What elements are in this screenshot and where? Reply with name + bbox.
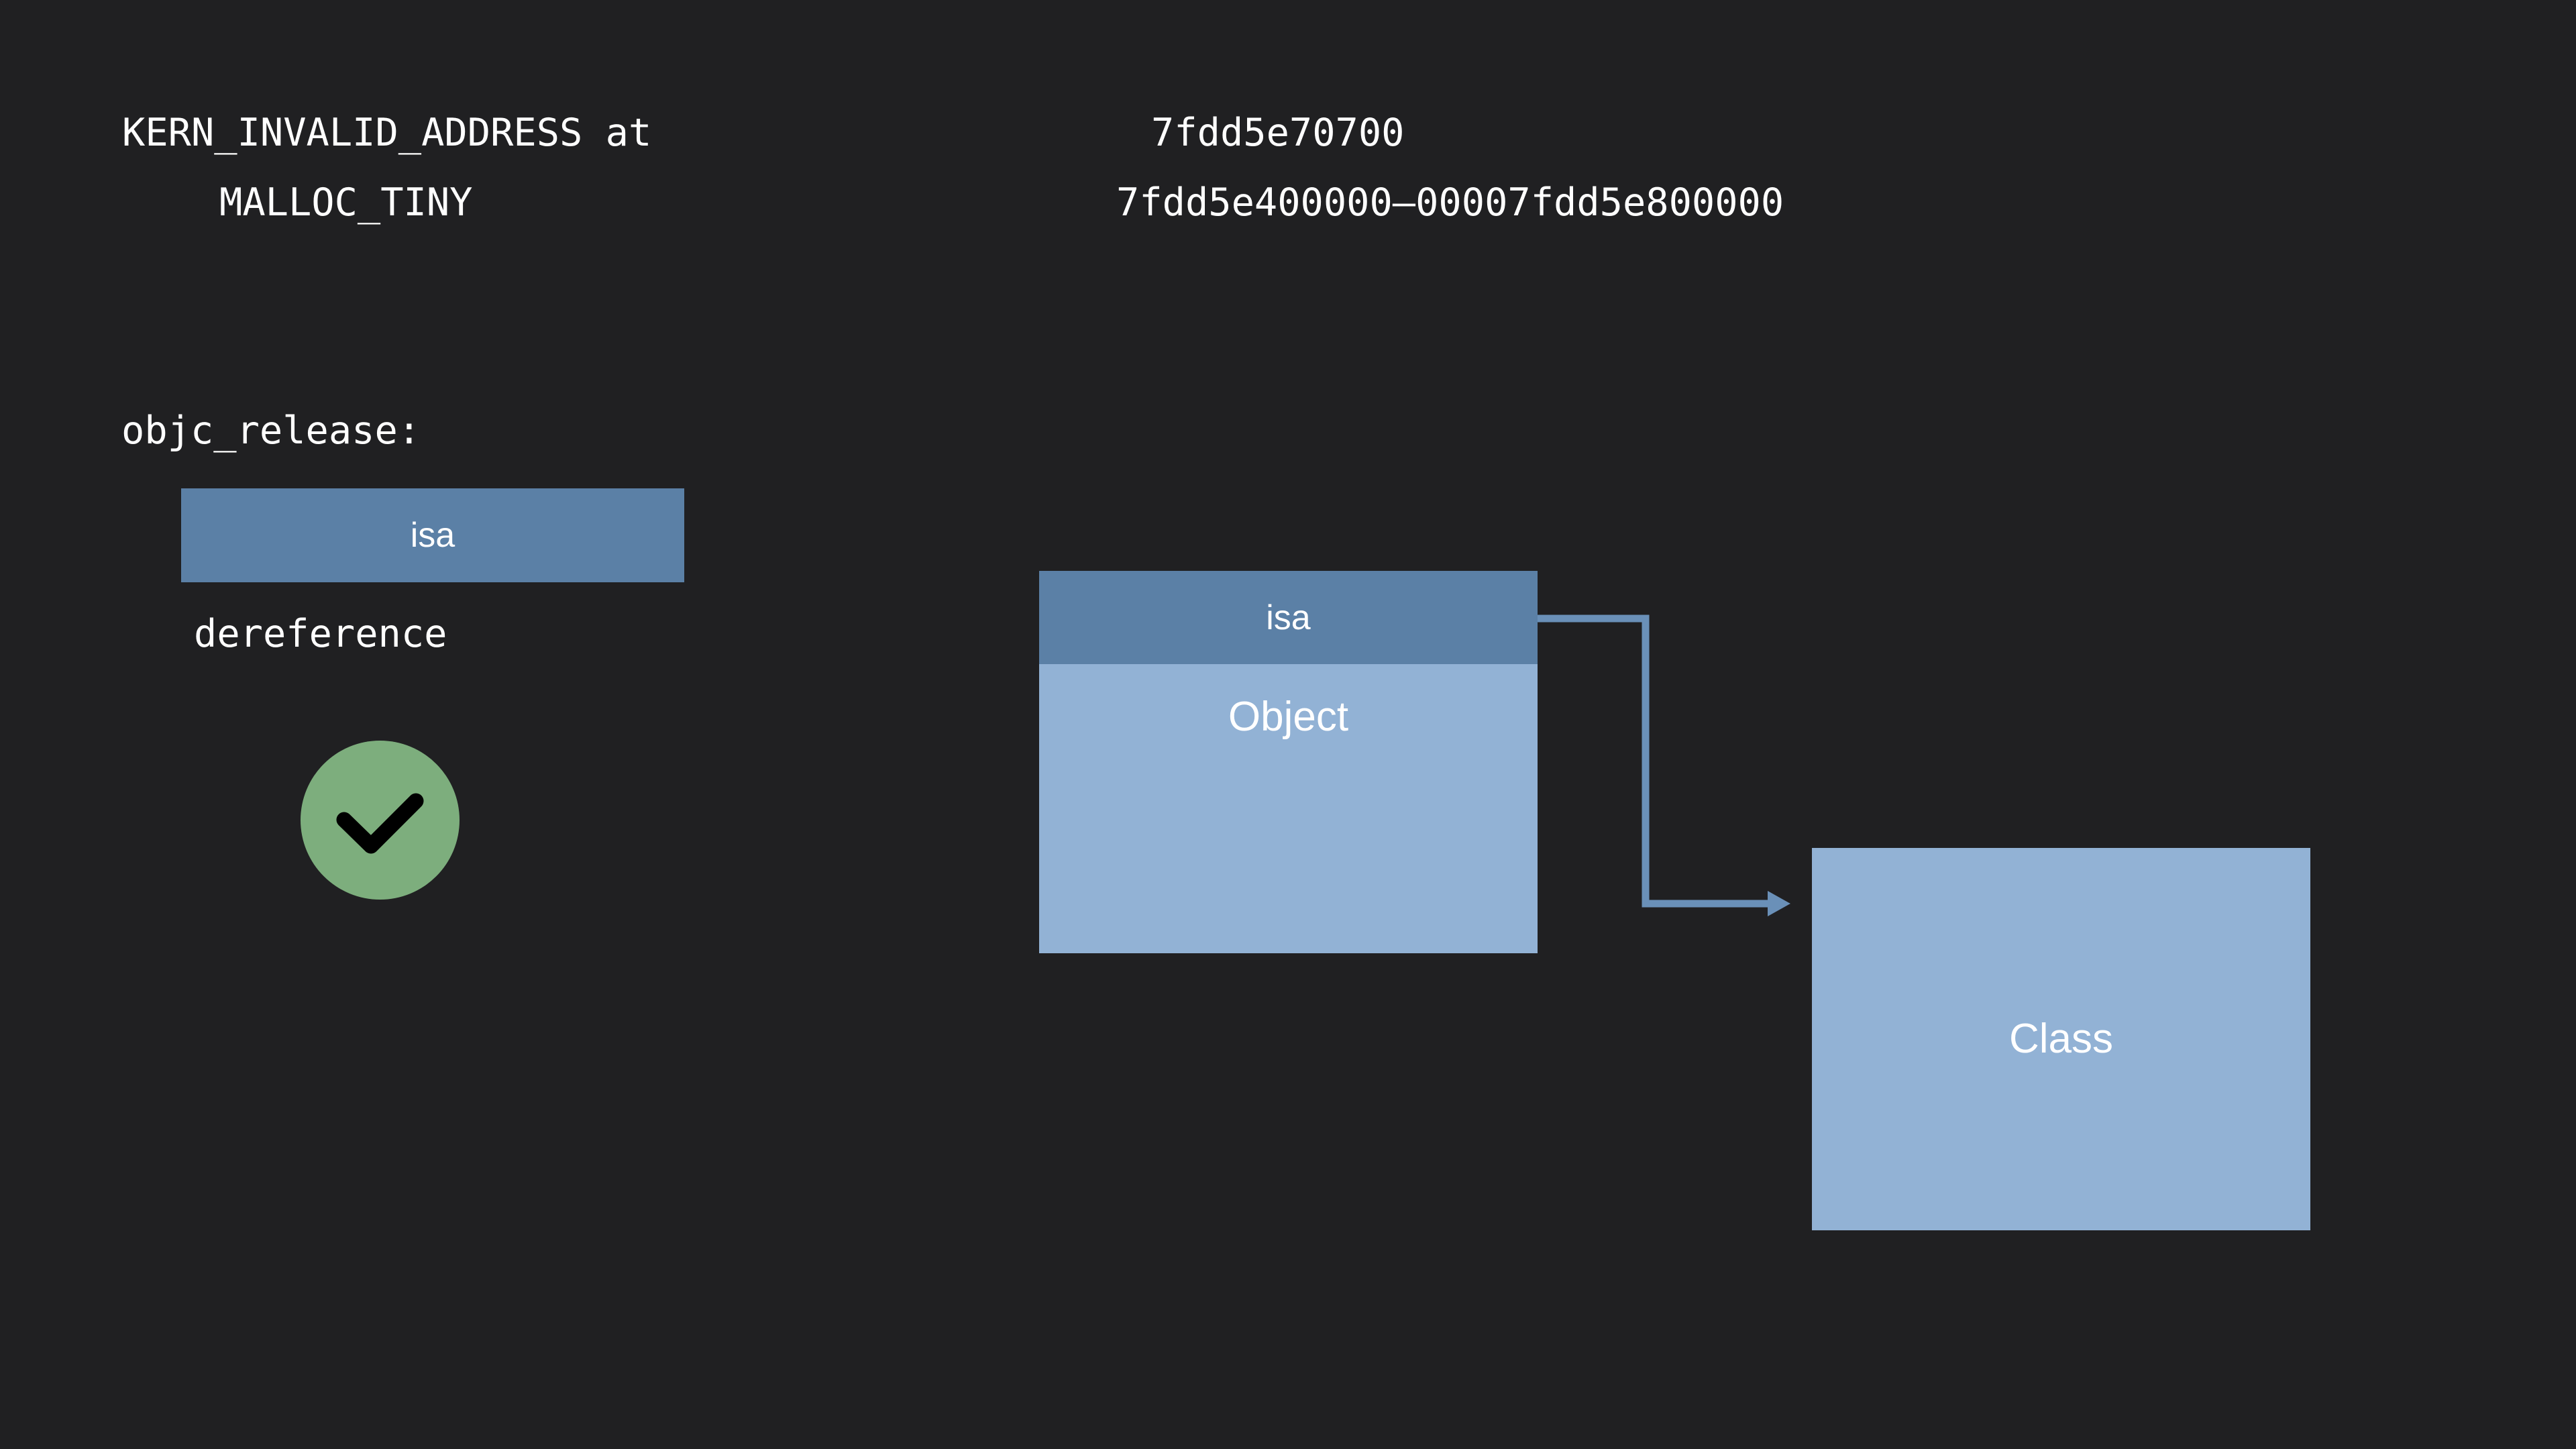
class-label: Class — [2008, 1016, 2114, 1062]
class-box: Class — [1812, 848, 2310, 1230]
object-body: Object — [1039, 664, 1538, 953]
object-isa-header: isa — [1039, 571, 1538, 664]
object-body-label: Object — [1228, 694, 1349, 740]
object-box: isa Object — [1039, 571, 1538, 953]
crash-address-line-1: 7fdd5e70700 — [1151, 111, 1405, 155]
object-isa-label: isa — [1266, 598, 1311, 637]
object-body-label-wrap: Object — [1039, 696, 1538, 738]
class-label-wrap: Class — [1812, 848, 2310, 1230]
left-isa-box: isa — [181, 488, 684, 582]
crash-reason-line-1: KERN_INVALID_ADDRESS at — [122, 111, 652, 155]
crash-reason-line-2: MALLOC_TINY — [219, 180, 473, 225]
crash-address-range-line-2: 7fdd5e400000–00007fdd5e800000 — [1116, 180, 1784, 225]
check-circle-icon — [301, 741, 460, 900]
left-isa-box-label: isa — [410, 516, 455, 555]
dereference-label: dereference — [194, 612, 447, 656]
objc-release-label: objc_release: — [121, 409, 421, 453]
